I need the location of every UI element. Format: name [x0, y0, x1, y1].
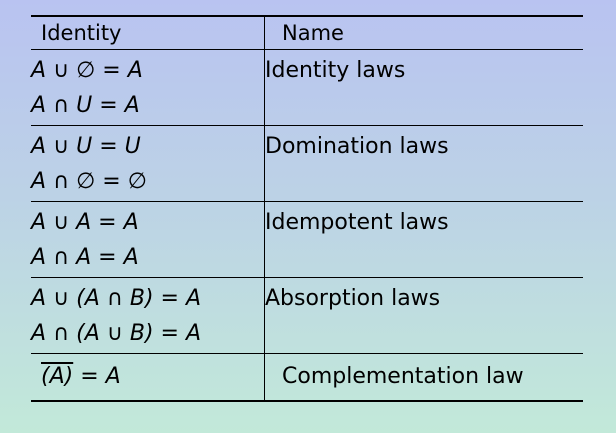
- identity-cell: A ∪ U = U A ∩ ∅ = ∅: [31, 126, 265, 201]
- identity-formula: A ∩ A = A: [31, 245, 139, 270]
- identity-formula: A ∪ (A ∩ B) = A: [31, 286, 202, 311]
- identity-formula: A ∩ ∅ = ∅: [31, 169, 147, 194]
- law-name: Domination laws: [265, 134, 449, 159]
- name-cell: Idempotent laws: [265, 202, 583, 277]
- identity-formula: A ∩ U = A: [31, 93, 140, 118]
- table-row: A ∪ (A ∩ B) = A A ∩ (A ∪ B) = A Absorpti…: [31, 277, 583, 353]
- identity-formula: (A) = A: [41, 354, 264, 400]
- table-row: A ∪ ∅ = A A ∩ U = A Identity laws: [31, 49, 583, 125]
- complement-rest: = A: [73, 364, 121, 389]
- identity-formula: A ∪ A = A: [31, 210, 139, 235]
- law-name: Complementation law: [282, 364, 524, 389]
- identity-formula: A ∪ ∅ = A: [31, 58, 143, 83]
- identity-cell: A ∪ ∅ = A A ∩ U = A: [31, 50, 265, 125]
- name-cell: Domination laws: [265, 126, 583, 201]
- law-name: Identity laws: [265, 58, 406, 83]
- identity-formula: A ∪ U = U: [31, 134, 141, 159]
- header-identity: Identity: [31, 17, 265, 49]
- complement-overline: (A): [41, 364, 74, 389]
- identity-formula: A ∩ (A ∪ B) = A: [31, 321, 202, 346]
- law-name: Idempotent laws: [265, 210, 449, 235]
- law-name: Absorption laws: [265, 286, 441, 311]
- name-cell: Complementation law: [265, 354, 583, 400]
- table-row: A ∪ A = A A ∩ A = A Idempotent laws: [31, 201, 583, 277]
- identity-cell: (A) = A: [31, 354, 265, 400]
- table-header-row: Identity Name: [31, 17, 583, 49]
- identity-cell: A ∪ A = A A ∩ A = A: [31, 202, 265, 277]
- table-row: A ∪ U = U A ∩ ∅ = ∅ Domination laws: [31, 125, 583, 201]
- name-cell: Identity laws: [265, 50, 583, 125]
- table-row: (A) = A Complementation law: [31, 353, 583, 400]
- name-cell: Absorption laws: [265, 278, 583, 353]
- set-identities-table: Identity Name A ∪ ∅ = A A ∩ U = A Identi…: [31, 15, 583, 402]
- header-name: Name: [282, 21, 344, 45]
- identity-cell: A ∪ (A ∩ B) = A A ∩ (A ∪ B) = A: [31, 278, 265, 353]
